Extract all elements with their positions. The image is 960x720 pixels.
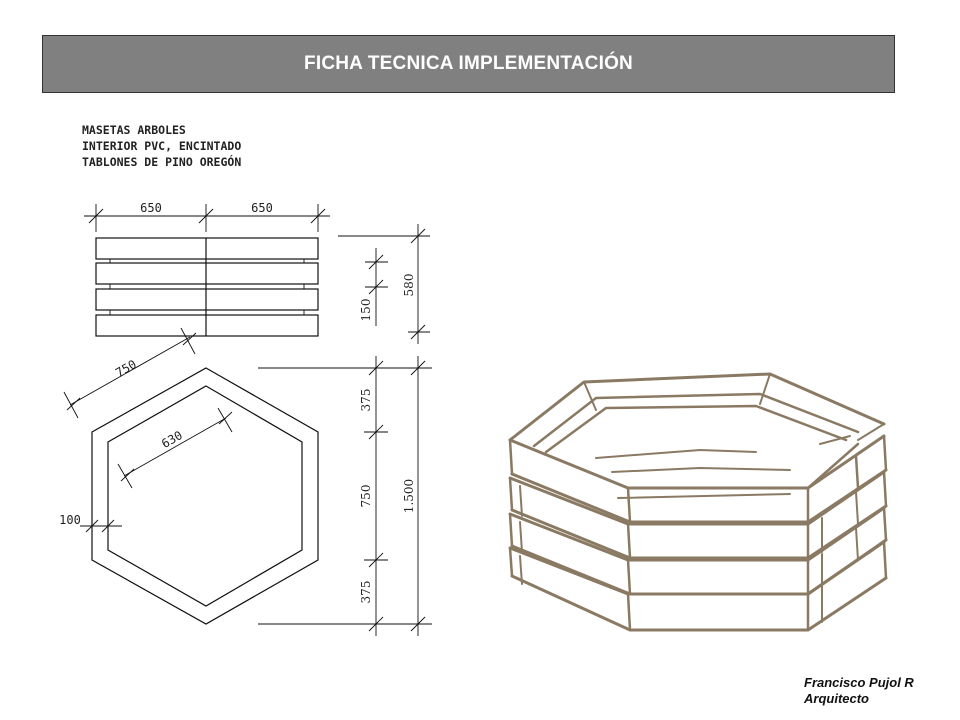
dimension-outer-side: 750 [63, 327, 197, 419]
dimension-label: 100 [59, 513, 81, 527]
dimension-label: 580 [402, 274, 416, 297]
sketch-layer [508, 540, 888, 632]
dimension-label: 650 [140, 201, 162, 215]
dimension-label: 1.500 [402, 479, 416, 513]
dimension-label: 630 [159, 428, 185, 451]
sketch-layer [508, 506, 888, 596]
dimension-label: 650 [251, 201, 273, 215]
perspective-sketch [508, 372, 888, 632]
note-line: MASETAS ARBOLES [82, 123, 186, 137]
outer-hexagon [91, 367, 319, 625]
plank [95, 314, 319, 337]
plank [95, 288, 319, 311]
dimension-label: 150 [359, 299, 373, 322]
sketch-layer [508, 372, 888, 524]
plank [95, 262, 319, 285]
author-credit: Francisco Pujol R Arquitecto [804, 675, 914, 707]
dimension-label: 375 [359, 581, 373, 604]
title-banner: FICHA TECNICA IMPLEMENTACIÓN [42, 35, 895, 93]
page-title: FICHA TECNICA IMPLEMENTACIÓN [304, 53, 633, 74]
dimension-plan-right: 375 750 375 1.500 [258, 356, 432, 636]
note-line: TABLONES DE PINO OREGÓN [82, 155, 242, 169]
dimension-elevation-right: 150 580 [338, 224, 430, 344]
dimension-inner-side: 630 [117, 407, 233, 489]
author-name: Francisco Pujol R [804, 675, 914, 690]
dimension-label: 375 [359, 389, 373, 412]
dimension-wall: 100 [59, 513, 122, 538]
dimension-label: 750 [359, 485, 373, 508]
dimension-top: 650 650 [84, 201, 330, 232]
plank [95, 237, 319, 260]
elevation-view [95, 237, 319, 337]
sketch-layer [508, 470, 888, 560]
author-role: Arquitecto [804, 691, 869, 706]
specification-notes: MASETAS ARBOLES INTERIOR PVC, ENCINTADO … [82, 122, 241, 170]
note-line: INTERIOR PVC, ENCINTADO [82, 139, 242, 153]
inner-hexagon [107, 385, 303, 607]
dimension-label: 750 [113, 357, 139, 380]
plan-view [91, 367, 319, 625]
